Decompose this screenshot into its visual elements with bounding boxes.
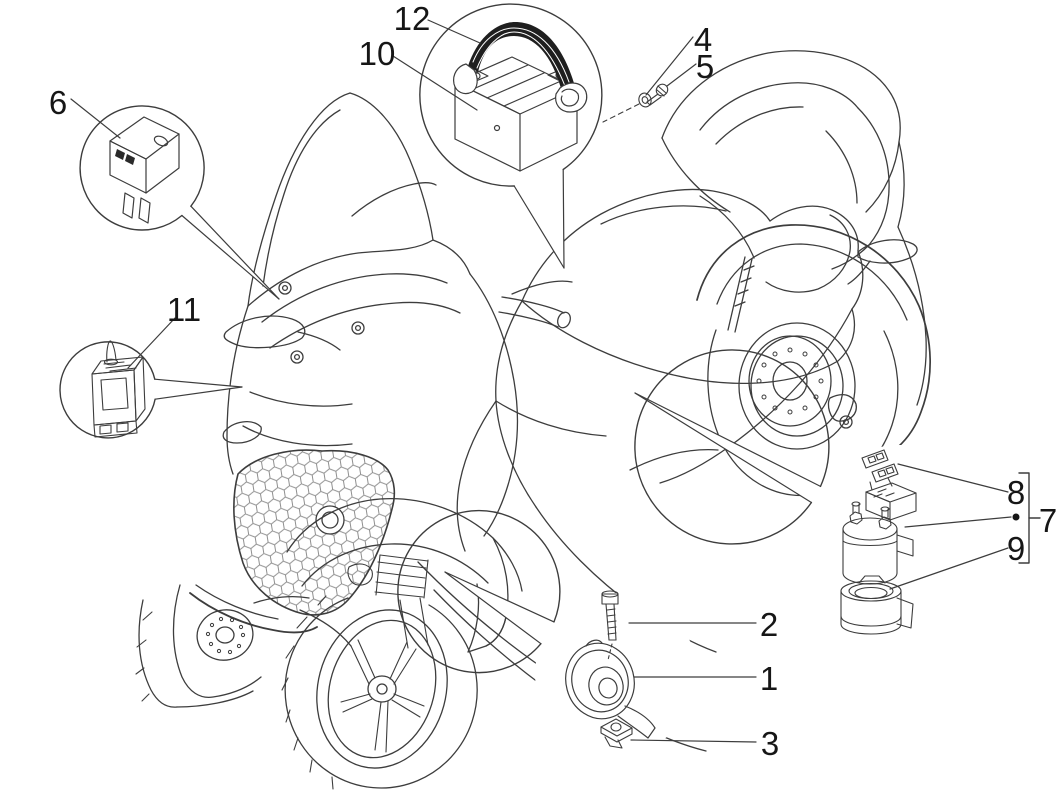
part-label-9: 9 bbox=[1007, 530, 1025, 567]
starter-part bbox=[840, 449, 917, 635]
brake-disc-holes bbox=[205, 616, 246, 655]
horn-part bbox=[565, 639, 656, 739]
part-label-3: 3 bbox=[761, 725, 779, 762]
leader-9 bbox=[889, 547, 1009, 590]
seat bbox=[521, 188, 864, 384]
tire-tread bbox=[135, 611, 153, 702]
callout-horn bbox=[397, 509, 697, 755]
front-right-wheel bbox=[281, 595, 478, 790]
part-label-7: 7 bbox=[1039, 502, 1057, 539]
callout-starter bbox=[634, 349, 997, 639]
tire-tread bbox=[281, 595, 334, 790]
part-label-8: 8 bbox=[1007, 474, 1025, 511]
leader-10 bbox=[392, 55, 478, 111]
rear-wheel bbox=[696, 224, 931, 497]
callout-relay bbox=[79, 105, 280, 300]
part-label-6: 6 bbox=[49, 84, 67, 121]
callout-battery bbox=[419, 3, 603, 269]
headlight-shield bbox=[222, 391, 353, 447]
part-label-5: 5 bbox=[696, 48, 714, 85]
callout-fuse-holder bbox=[59, 340, 243, 439]
part-label-4: 4 bbox=[694, 21, 712, 58]
leader-6 bbox=[70, 98, 121, 139]
diagram-art bbox=[59, 3, 1041, 790]
front-left-wheel bbox=[135, 584, 352, 708]
leader-12 bbox=[427, 19, 481, 44]
part-label-10: 10 bbox=[359, 35, 396, 72]
battery-strap bbox=[468, 22, 575, 92]
part-labels: 1 2 3 4 5 6 7 8 9 10 11 12 bbox=[49, 0, 1057, 762]
bullet-dot-7 bbox=[1012, 513, 1020, 521]
relay-part bbox=[109, 116, 180, 224]
leader-3 bbox=[630, 739, 757, 743]
front-grille bbox=[233, 449, 396, 616]
grille-emblem bbox=[315, 505, 345, 535]
horn-clip-part bbox=[600, 718, 633, 749]
wheel-spokes bbox=[340, 639, 425, 753]
part-label-2: 2 bbox=[760, 606, 778, 643]
battery-part bbox=[453, 22, 588, 172]
leader-5 bbox=[666, 63, 697, 87]
part-label-12: 12 bbox=[394, 0, 431, 37]
leader-4 bbox=[645, 36, 694, 96]
rear-rack bbox=[661, 50, 905, 270]
leader-7 bbox=[904, 516, 1012, 528]
fastener-parts bbox=[602, 83, 669, 123]
right-mirror bbox=[847, 239, 918, 285]
fuse-holder-part bbox=[91, 340, 146, 438]
front-suspension bbox=[347, 554, 429, 649]
brake-disc-holes bbox=[756, 347, 824, 415]
scooter-illustration bbox=[135, 50, 931, 790]
part-label-11: 11 bbox=[167, 291, 201, 328]
alignment-dashed-line bbox=[602, 103, 640, 123]
part-label-1: 1 bbox=[760, 660, 778, 697]
leader-11 bbox=[127, 317, 176, 369]
leader-8 bbox=[897, 463, 1009, 493]
leader-lines bbox=[70, 19, 1041, 743]
